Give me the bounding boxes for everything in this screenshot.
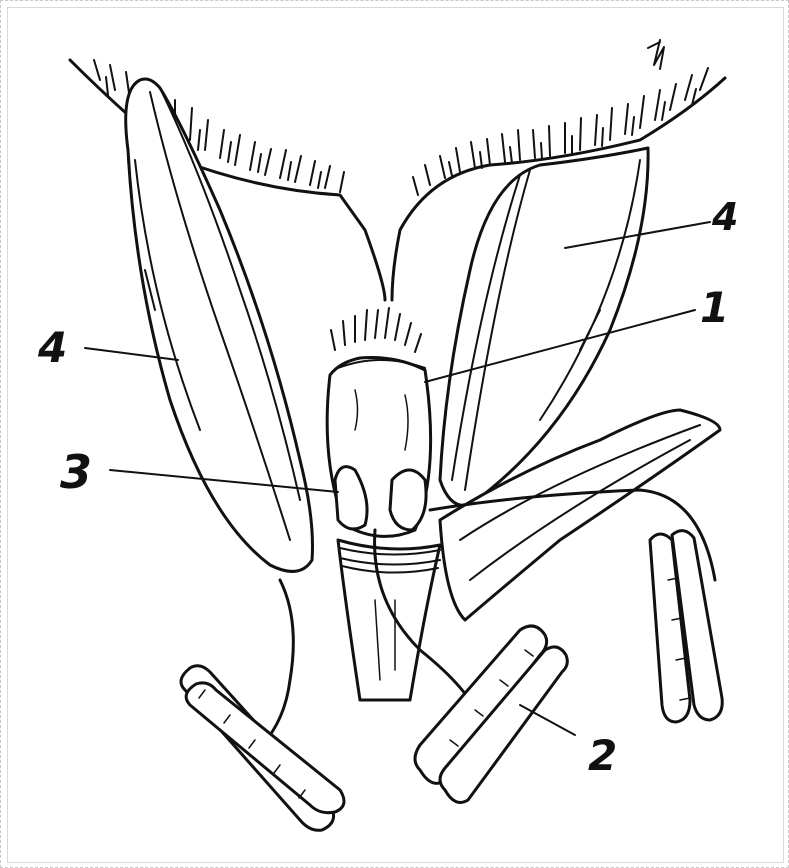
label-2: 2: [588, 731, 617, 780]
label-4-right: 4: [711, 195, 738, 239]
anther-middle: [415, 626, 567, 802]
label-1: 1: [700, 283, 729, 332]
label-3: 3: [60, 445, 92, 499]
label-4-left: 4: [37, 323, 67, 372]
stem: [338, 540, 440, 700]
anther-left: [181, 666, 344, 831]
